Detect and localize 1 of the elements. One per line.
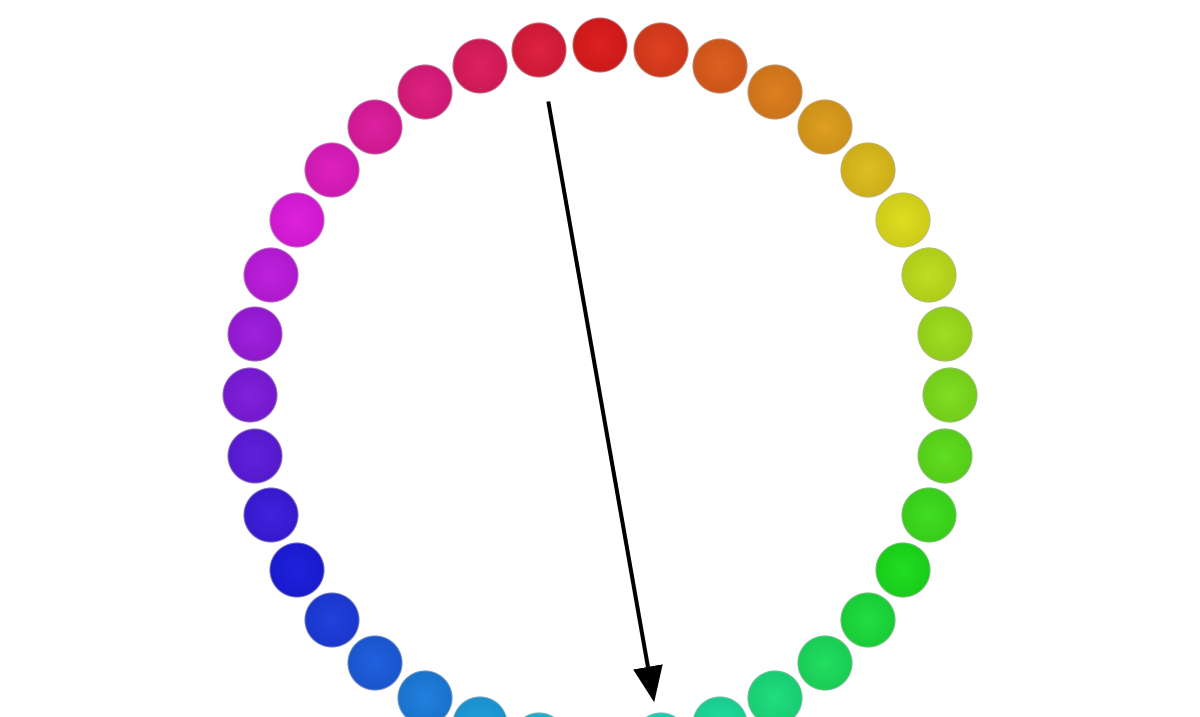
arrow <box>546 101 663 703</box>
